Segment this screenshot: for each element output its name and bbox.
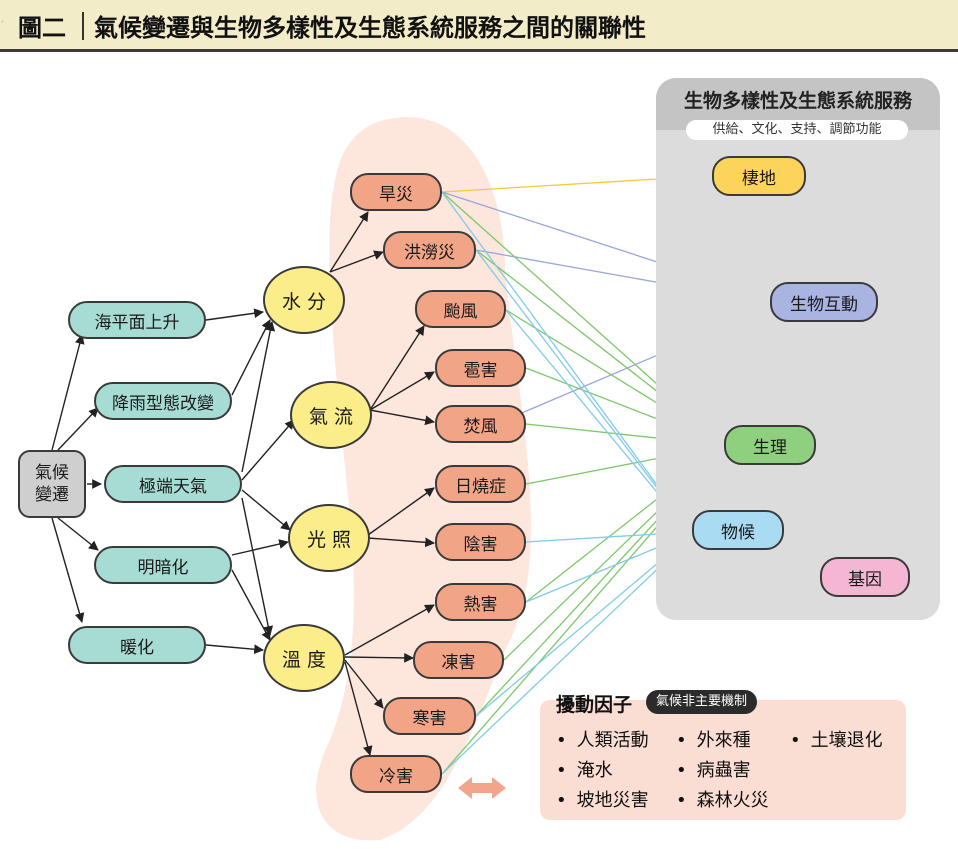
eco-interaction: 生物互動 [770, 282, 878, 322]
disturbance-box [540, 700, 906, 820]
header-banner: · 圖二 氣候變遷與生物多樣性及生態系統服務之間的關聯性 [0, 0, 958, 52]
driver-dimming: 明暗化 [94, 546, 232, 584]
disturbance-item: •病蟲害 [676, 760, 751, 781]
bullet: • [556, 760, 567, 781]
hazard-foehn: 焚風 [435, 405, 526, 443]
bullet: • [556, 730, 567, 751]
page-title: 氣候變遷與生物多樣性及生態系統服務之間的關聯性 [94, 14, 646, 42]
bullet: • [790, 730, 801, 751]
figure-label: 圖二 [18, 14, 66, 42]
eco-habitat: 棲地 [712, 156, 806, 196]
ecosystem-title: 生物多樣性及生態系統服務 [683, 90, 912, 112]
hazard-hail: 雹害 [435, 349, 526, 387]
disturbance-item: •坡地災害 [556, 790, 649, 811]
hazard-typhoon: 颱風 [415, 290, 506, 328]
driver-rainfall: 降雨型態改變 [94, 382, 232, 420]
decorative-mark: · [0, 12, 6, 31]
factor-temperature: 溫 度 [263, 624, 345, 692]
disturbance-item: •森林火災 [676, 790, 769, 811]
disturbance-item: •外來種 [676, 730, 751, 751]
ecosystem-subtitle: 供給、文化、支持、調節功能 [686, 120, 908, 140]
hazard-flood: 洪澇災 [383, 231, 476, 269]
hazard-chill: 冷害 [350, 755, 442, 793]
hazard-cold: 寒害 [383, 697, 476, 735]
factor-light: 光 照 [288, 504, 370, 572]
eco-genes: 基因 [820, 557, 910, 597]
hazard-freeze: 凍害 [413, 641, 504, 679]
eco-physiology: 生理 [724, 425, 816, 465]
bullet: • [676, 760, 687, 781]
title-divider [82, 12, 84, 40]
disturbance-item: •土壤退化 [790, 730, 883, 751]
eco-phenology: 物候 [692, 510, 784, 550]
disturbance-pill: 氣候非主要機制 [646, 690, 758, 714]
hazard-sunburn: 日燒症 [435, 465, 526, 503]
disturbance-title: 擾動因子 [556, 694, 633, 716]
climate-change-node: 氣候 變遷 [18, 450, 86, 518]
hazard-shade: 陰害 [435, 523, 526, 561]
driver-warming: 暖化 [68, 626, 206, 664]
driver-extreme-weather: 極端天氣 [104, 465, 242, 503]
driver-sea-level: 海平面上升 [68, 301, 206, 339]
bullet: • [556, 790, 567, 811]
factor-airflow: 氣 流 [290, 381, 372, 449]
disturbance-item: •淹水 [556, 760, 613, 781]
bullet: • [676, 790, 687, 811]
double-arrow-icon [458, 777, 506, 799]
factor-water: 水 分 [263, 266, 345, 334]
hazard-heat: 熱害 [435, 583, 526, 621]
bullet: • [676, 730, 687, 751]
hazard-drought: 旱災 [350, 173, 442, 211]
disturbance-item: •人類活動 [556, 730, 649, 751]
